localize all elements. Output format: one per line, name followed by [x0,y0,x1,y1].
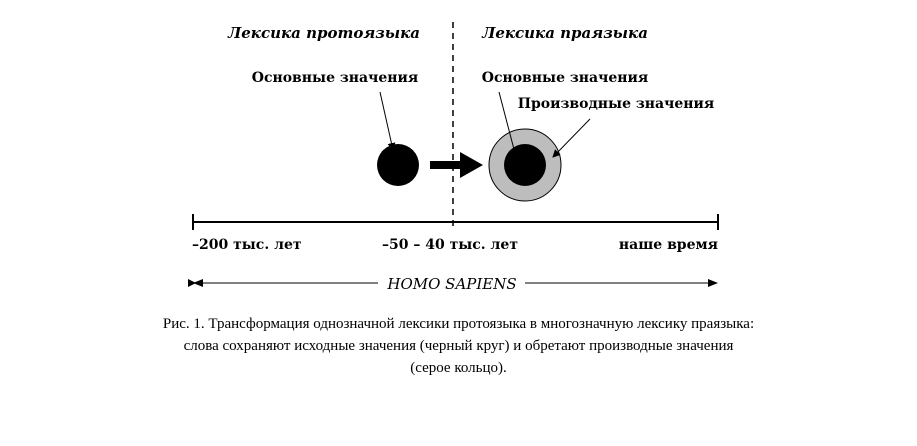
proto-meaning-circle [377,144,419,186]
derived-meanings-label: Производные значения [518,96,715,112]
caption-line: слова сохраняют исходные значения (черны… [183,338,734,354]
pointer-derived [552,118,591,158]
caption-line: (серое кольцо). [410,360,507,376]
right-basic-meanings-label: Основные значения [482,70,648,86]
transform-arrow-shaft [430,161,462,169]
figure-caption: Рис. 1. Трансформация однозначной лексик… [0,313,917,379]
timeline-middle-label: –50 – 40 тыс. лет [382,237,518,253]
arrow-left-head [193,279,203,287]
transform-arrow-head [460,152,483,178]
header-pre-language: Лексика праязыка [481,24,648,42]
caption-line: Рис. 1. Трансформация однозначной лексик… [162,316,755,332]
arrow-right-head [708,279,718,287]
left-basic-meanings-label: Основные значения [252,70,418,86]
basic-meanings-core [504,144,546,186]
pointer-right-basic [498,91,519,158]
timeline-start-label: –200 тыс. лет [192,237,302,253]
homo-sapiens-label: HOMO SAPIENS [386,275,516,293]
header-proto-language: Лексика протоязыка [227,24,420,42]
pointer-left-basic [379,91,396,151]
timeline-end-label: наше время [619,237,718,253]
